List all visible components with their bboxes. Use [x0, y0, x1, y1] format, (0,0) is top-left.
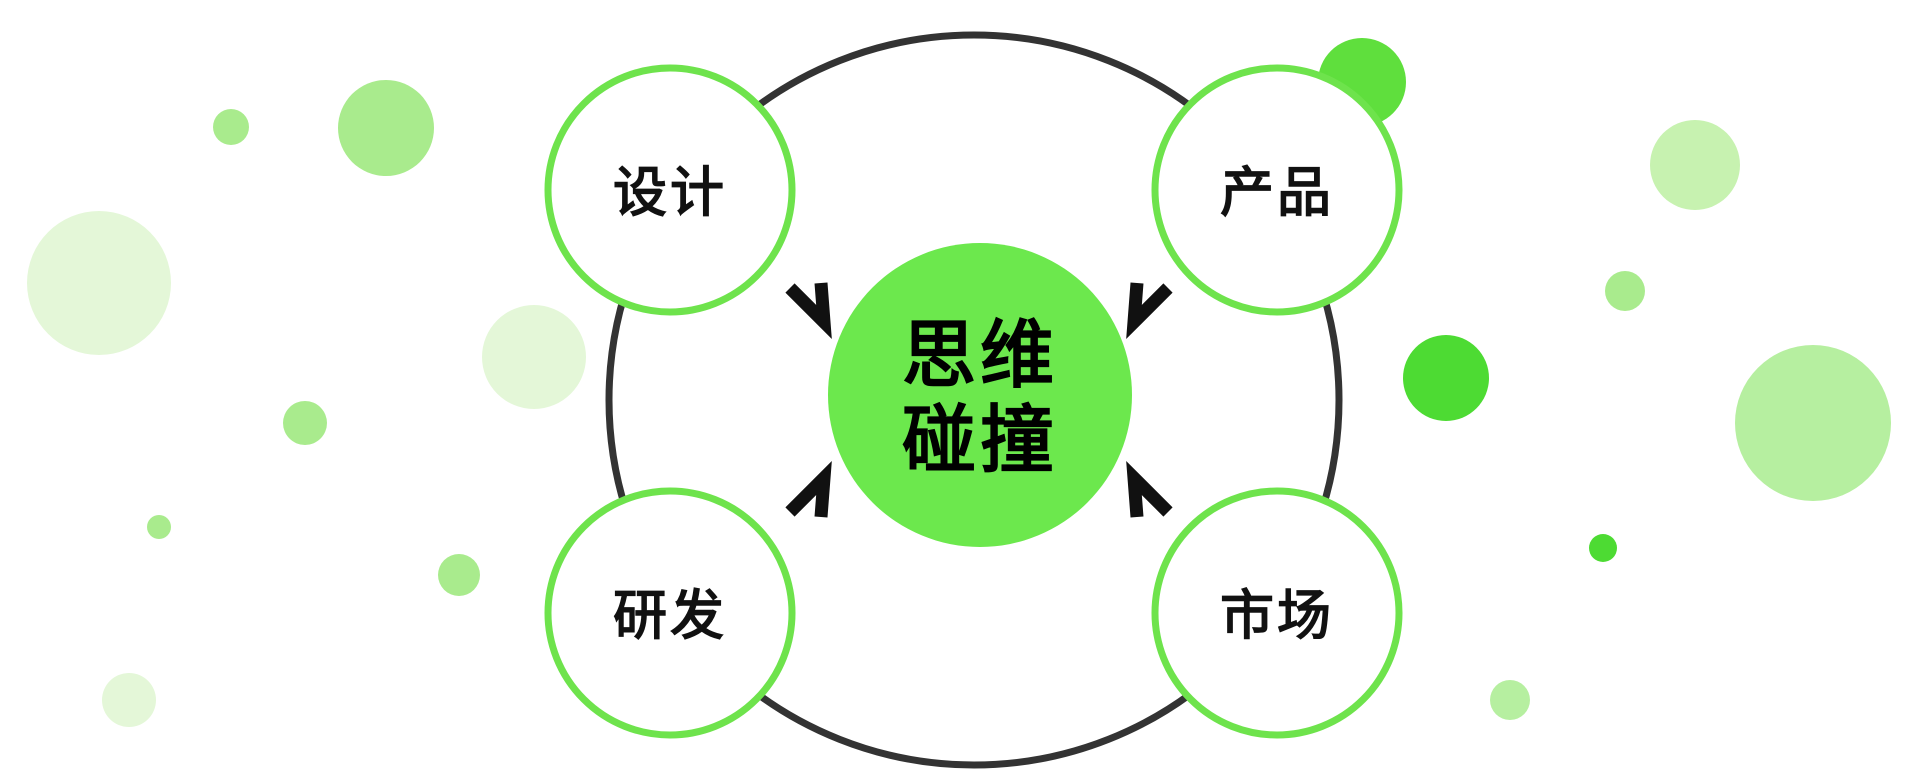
- bubble-circle: [482, 305, 586, 409]
- bubble-circle: [213, 109, 249, 145]
- node-rd[interactable]: 研发: [544, 487, 796, 739]
- bubble-circle: [1650, 120, 1740, 210]
- arrowheads: [785, 282, 1173, 518]
- bubble-circle: [338, 80, 434, 176]
- node-product-circle[interactable]: [1151, 64, 1403, 316]
- node-market-circle[interactable]: [1151, 487, 1403, 739]
- arrow-design-to-center-icon: [785, 282, 832, 340]
- bubble-circle: [27, 211, 171, 355]
- bubble-circle: [1735, 345, 1891, 501]
- arrow-market-to-center-icon: [1126, 460, 1173, 518]
- center-hub-label-line1: 思维: [902, 314, 1058, 397]
- background-bubbles: [27, 80, 1891, 727]
- node-design-label: 设计: [613, 163, 727, 223]
- bubble-circle: [1490, 680, 1530, 720]
- center-hub-label-line2: 碰撞: [902, 399, 1058, 482]
- bubble-circle: [147, 515, 171, 539]
- node-design[interactable]: 设计: [544, 64, 796, 316]
- center-hub[interactable]: 思维 碰撞: [828, 243, 1132, 547]
- bubble-circle: [1605, 271, 1645, 311]
- node-product-label: 产品: [1220, 163, 1334, 223]
- node-design-circle[interactable]: [544, 64, 796, 316]
- bubble-circle: [1589, 534, 1617, 562]
- bubble-circle: [438, 554, 480, 596]
- center-hub-circle[interactable]: [828, 243, 1132, 547]
- orbit-ring: [605, 31, 1343, 769]
- node-rd-circle[interactable]: [544, 487, 796, 739]
- arrow-product-to-center-icon: [1126, 282, 1173, 340]
- node-rd-label: 研发: [613, 586, 727, 646]
- node-product[interactable]: 产品: [1151, 64, 1403, 316]
- node-market-label: 市场: [1220, 586, 1334, 646]
- arrow-rd-to-center-icon: [785, 460, 832, 518]
- bubble-circle: [102, 673, 156, 727]
- bubble-circle: [283, 401, 327, 445]
- bubble-circle: [1403, 335, 1489, 421]
- node-market[interactable]: 市场: [1151, 487, 1403, 739]
